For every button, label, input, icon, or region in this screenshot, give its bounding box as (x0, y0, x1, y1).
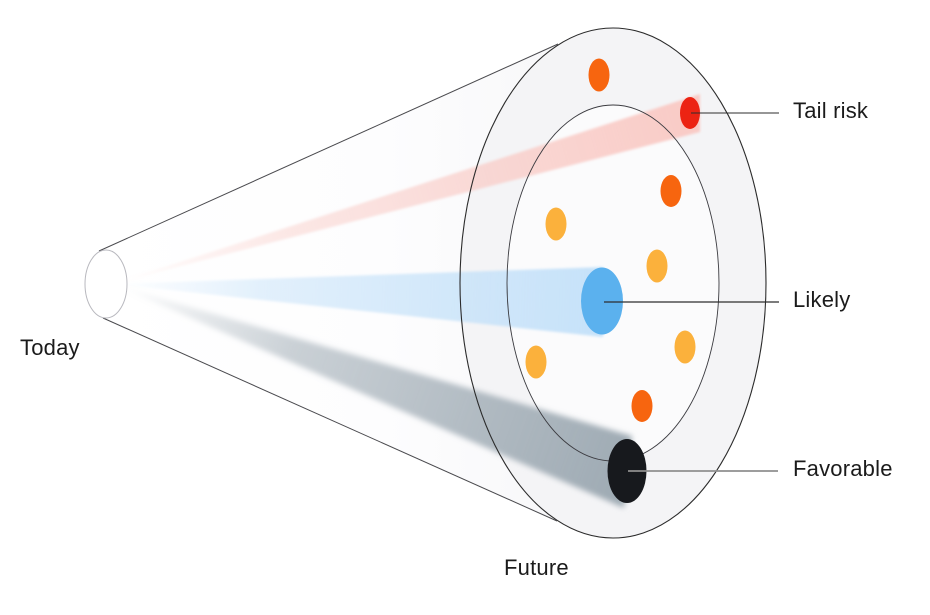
future-label: Future (504, 555, 569, 580)
apex-ellipse (84, 249, 128, 319)
orange-dot (588, 58, 610, 92)
favorable-label: Favorable (793, 456, 893, 481)
yellow-dot (674, 330, 696, 364)
favorable-beam (115, 285, 632, 508)
orange-dot (631, 390, 653, 422)
likely-dot (581, 267, 623, 335)
cone-lower-edge (102, 317, 558, 522)
cone-upper-edge (98, 43, 559, 252)
today-label: Today (20, 335, 80, 360)
favorable-dot (607, 439, 647, 503)
tail-risk-beam (115, 94, 700, 283)
yellow-dot (545, 207, 567, 241)
yellow-dot (525, 345, 547, 379)
yellow-dot (646, 249, 668, 283)
outer-ellipse-outline (459, 27, 767, 539)
likely-beam (115, 267, 603, 337)
tail-risk-label: Tail risk (793, 98, 869, 123)
tail-risk-dot (680, 97, 700, 129)
likely-label: Likely (793, 287, 851, 312)
orange-dot (660, 175, 682, 207)
